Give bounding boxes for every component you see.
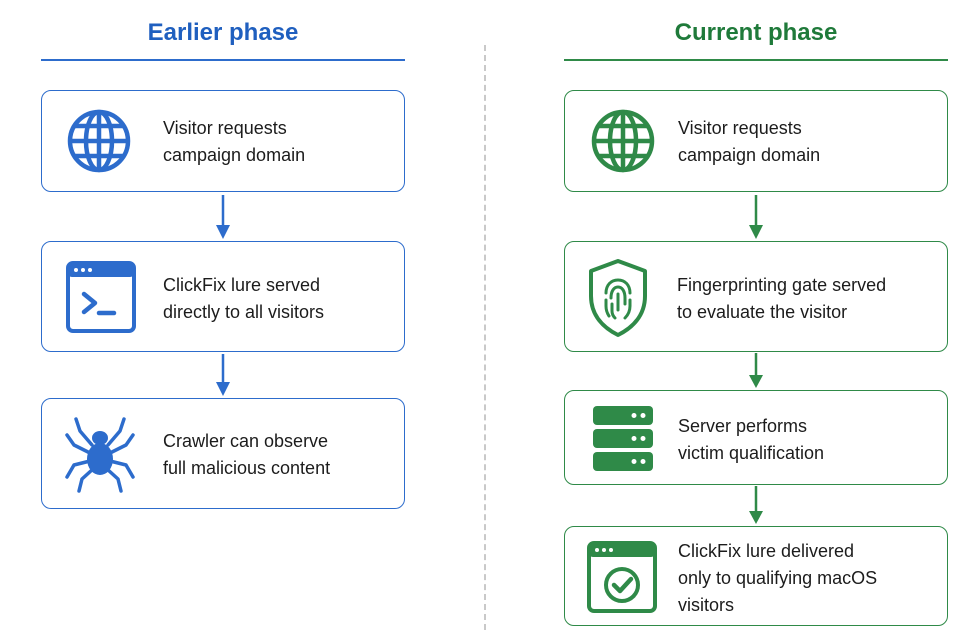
- earlier-phase-underline: [41, 59, 405, 61]
- current-step-lure-delivered: ClickFix lure delivered only to qualifyi…: [564, 526, 948, 626]
- flow-arrow: [749, 353, 763, 389]
- earlier-step-3-text: Crawler can observe full malicious conte…: [163, 428, 330, 482]
- earlier-step-2-line2: directly to all visitors: [163, 302, 325, 322]
- current-step-2-line2: to evaluate the visitor: [677, 302, 848, 322]
- earlier-step-3-line1: Crawler can observe: [163, 431, 329, 451]
- current-step-4-line3: visitors: [678, 595, 735, 615]
- current-step-fingerprint-gate: Fingerprinting gate served to evaluate t…: [564, 241, 948, 352]
- phase-divider: [484, 45, 486, 630]
- terminal-window-icon: [66, 261, 136, 333]
- current-step-1-text: Visitor requests campaign domain: [678, 115, 820, 169]
- current-step-2-line1: Fingerprinting gate served: [677, 275, 887, 295]
- globe-icon: [66, 108, 132, 174]
- current-step-1-line2: campaign domain: [678, 145, 821, 165]
- globe-icon: [590, 108, 656, 174]
- earlier-step-crawler-observes: Crawler can observe full malicious conte…: [41, 398, 405, 509]
- spider-icon: [64, 415, 136, 493]
- earlier-step-1-text: Visitor requests campaign domain: [163, 115, 305, 169]
- current-step-3-line2: victim qualification: [678, 443, 825, 463]
- current-step-server-qualification: Server performs victim qualification: [564, 390, 948, 485]
- flow-arrow: [749, 195, 763, 240]
- earlier-step-2-line1: ClickFix lure served: [163, 275, 321, 295]
- current-step-2-text: Fingerprinting gate served to evaluate t…: [677, 272, 886, 326]
- flow-arrow: [749, 486, 763, 525]
- current-step-3-text: Server performs victim qualification: [678, 413, 824, 467]
- current-step-4-text: ClickFix lure delivered only to qualifyi…: [678, 538, 877, 619]
- current-phase-underline: [564, 59, 948, 61]
- earlier-step-lure-served: ClickFix lure served directly to all vis…: [41, 241, 405, 352]
- current-step-1-line1: Visitor requests: [678, 118, 802, 138]
- current-step-4-line1: ClickFix lure delivered: [678, 541, 855, 561]
- current-step-visitor-request: Visitor requests campaign domain: [564, 90, 948, 192]
- flow-arrow: [216, 195, 230, 240]
- current-step-3-line1: Server performs: [678, 416, 808, 436]
- earlier-phase-title: Earlier phase: [147, 19, 299, 46]
- fingerprint-shield-icon: [587, 258, 649, 338]
- earlier-step-3-line2: full malicious content: [163, 458, 331, 478]
- earlier-step-1-line2: campaign domain: [163, 145, 306, 165]
- current-step-4-line2: only to qualifying macOS: [678, 568, 878, 588]
- checkmark-window-icon: [587, 541, 657, 613]
- flow-arrow: [216, 354, 230, 397]
- earlier-step-visitor-request: Visitor requests campaign domain: [41, 90, 405, 192]
- server-stack-icon: [593, 406, 653, 472]
- earlier-step-1-line1: Visitor requests: [163, 118, 287, 138]
- earlier-step-2-text: ClickFix lure served directly to all vis…: [163, 272, 324, 326]
- current-phase-title: Current phase: [674, 19, 838, 46]
